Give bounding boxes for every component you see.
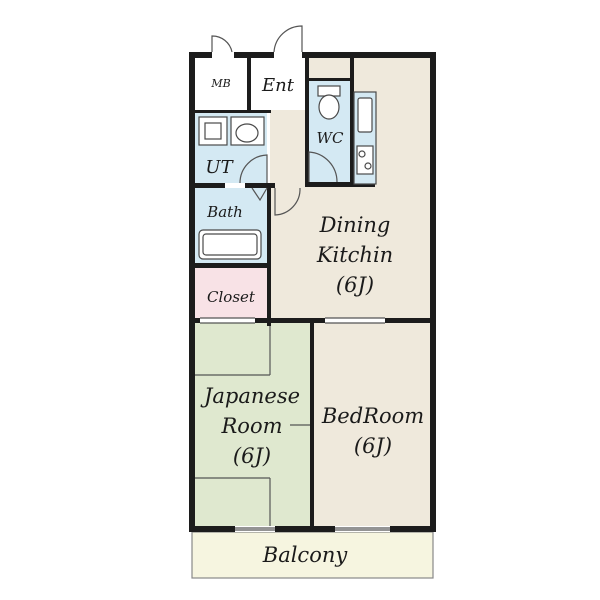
room-labels: MB Ent WC UT Bath Closet Dining Kitchin … (200, 75, 424, 567)
tatami-lines (195, 322, 310, 526)
bath-label: Bath (206, 203, 243, 221)
japanese-label-line2: Room (220, 414, 282, 438)
fixtures (198, 85, 377, 260)
walls (189, 52, 436, 532)
wall-left (189, 52, 195, 530)
japanese-size: (6J) (233, 444, 271, 468)
entrance-area (251, 58, 305, 110)
closet-label: Closet (207, 288, 256, 306)
toilet-bowl (318, 94, 340, 120)
wall-right (430, 52, 436, 530)
hall-door-swing (274, 187, 301, 216)
bedroom-label: BedRoom (321, 404, 424, 428)
doors (211, 25, 338, 216)
bath-door-mark (251, 187, 268, 202)
balcony-label: Balcony (262, 543, 349, 567)
kitchen-sink (357, 97, 373, 133)
wc-door-swing (308, 151, 338, 183)
ut-label: UT (205, 157, 234, 178)
door-gap-mb (212, 52, 234, 58)
wall-top (189, 52, 436, 58)
wc-label: WC (317, 129, 344, 147)
ent-label: Ent (261, 75, 295, 96)
bedroom-floor (314, 322, 430, 526)
balcony-area (192, 532, 433, 578)
closet-area (195, 268, 267, 318)
mb-area (195, 58, 247, 110)
washer-pan (198, 116, 228, 146)
ent-door-swing (273, 25, 303, 53)
wall-bottom (189, 526, 436, 532)
japanese-label-line1: Japanese (200, 384, 300, 408)
dining-label-line1: Dining (319, 213, 391, 237)
kitchen-stove (356, 145, 374, 175)
japanese-room-floor (195, 322, 310, 526)
bathtub (198, 229, 262, 260)
ut-door-swing (239, 154, 268, 184)
mb-label: MB (210, 77, 230, 90)
dining-size: (6J) (336, 273, 374, 297)
door-gap-ent (274, 52, 302, 58)
mb-door-swing (211, 35, 233, 53)
bedroom-size: (6J) (354, 434, 392, 458)
hallway-area (271, 113, 305, 183)
dining-label-line2: Kitchin (316, 243, 393, 267)
